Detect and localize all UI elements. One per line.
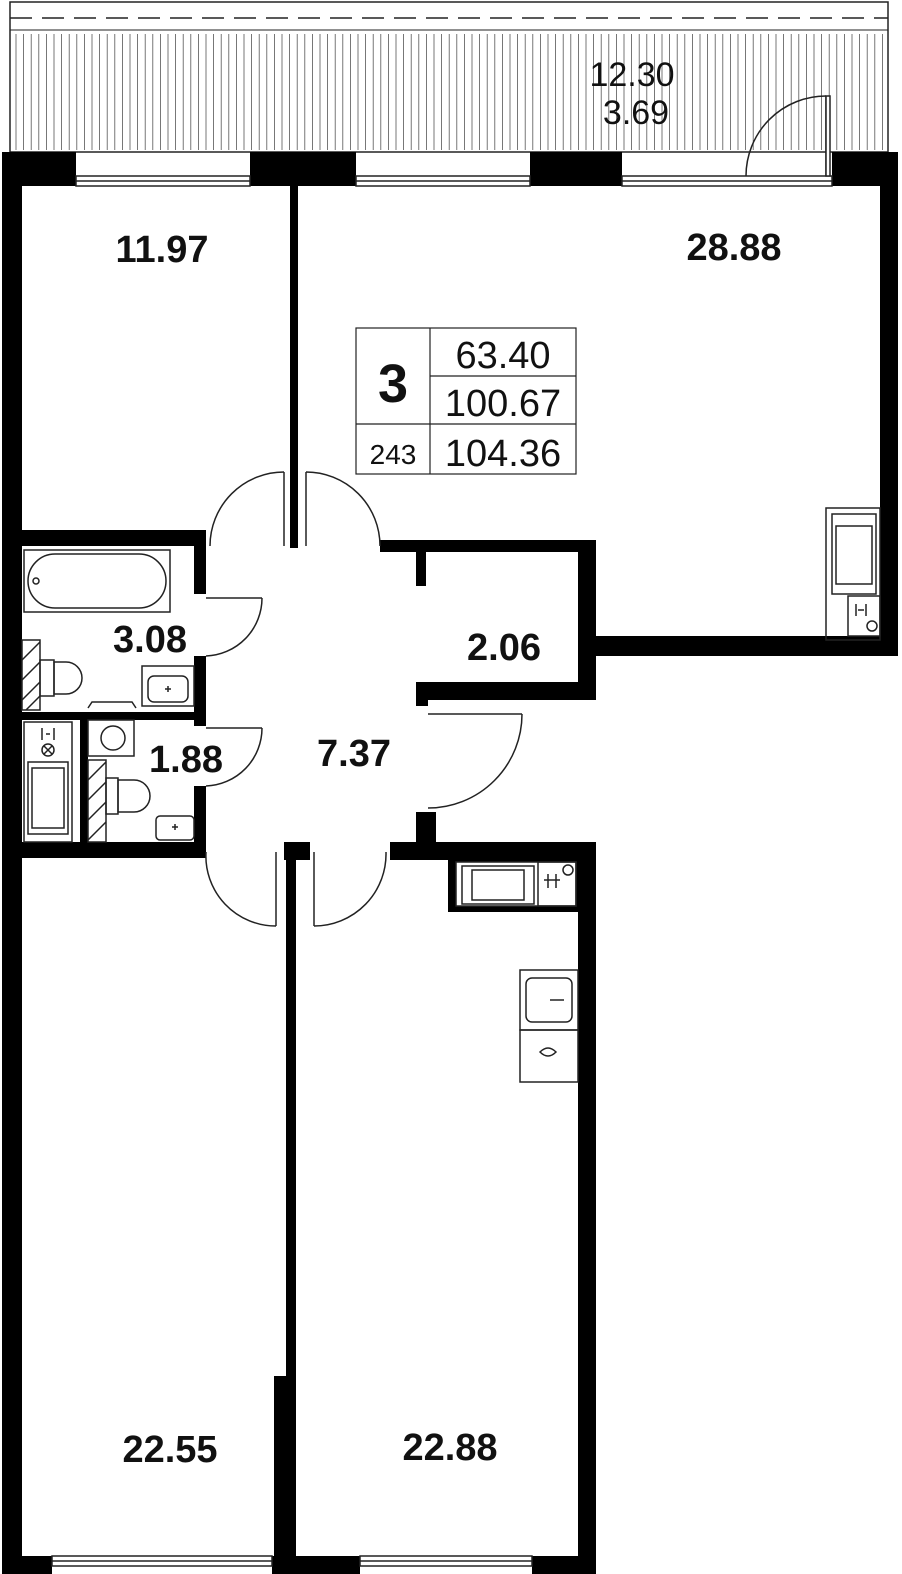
toilet-icon — [39, 659, 83, 697]
stove-icon — [847, 595, 881, 637]
room-area-bathroom: 3.08 — [113, 619, 187, 661]
total-area: 100.67 — [445, 383, 561, 425]
walls — [2, 152, 898, 1574]
room-count: 3 — [378, 354, 408, 414]
balcony-railing-hatch — [15, 34, 883, 150]
apartment-number: 243 — [370, 439, 417, 470]
door-swing-icon — [745, 95, 831, 177]
doors — [205, 95, 831, 927]
window-icon — [621, 175, 833, 187]
door-swing-icon — [205, 597, 263, 657]
room-area-kitchen-room: 22.88 — [402, 1427, 497, 1469]
room-area-toilet: 1.88 — [149, 739, 223, 781]
sink-icon — [519, 969, 579, 1031]
summary-table: 3 63.40 100.67 243 104.36 — [355, 327, 577, 475]
windows — [51, 175, 833, 1567]
room-area-bedroom-bottom-left: 22.55 — [122, 1429, 217, 1471]
sink-icon — [141, 665, 195, 707]
room-labels: 12.30 3.69 11.97 28.88 3.08 2.06 1.88 7.… — [113, 56, 782, 1471]
shaft-hatch — [21, 639, 41, 711]
washer-icon — [23, 721, 73, 843]
door-swing-icon — [427, 713, 523, 809]
balcony-area-total: 12.30 — [589, 56, 674, 94]
dishwasher-icon — [519, 1029, 579, 1083]
total-area-with-balcony: 104.36 — [445, 433, 561, 475]
oven-icon — [461, 865, 535, 905]
window-icon — [75, 175, 251, 187]
living-area: 63.40 — [455, 335, 550, 377]
balcony-area-reduced: 3.69 — [603, 94, 669, 132]
toilet-icon — [105, 777, 151, 815]
room-area-hallway: 7.37 — [317, 733, 391, 775]
balcony — [9, 1, 889, 153]
fixtures — [21, 507, 881, 1083]
fridge-icon — [825, 507, 881, 641]
door-swing-icon — [209, 471, 285, 547]
window-icon — [355, 175, 531, 187]
door-swing-icon — [205, 727, 263, 787]
window-icon — [51, 1555, 273, 1567]
door-swing-icon — [305, 471, 381, 547]
window-icon — [359, 1555, 533, 1567]
washbasin-icon — [87, 719, 135, 757]
door-swing-icon — [205, 851, 277, 927]
room-area-living-room: 28.88 — [686, 227, 781, 269]
shaft-hatch — [87, 759, 107, 843]
room-area-bedroom-top-left: 11.97 — [116, 229, 209, 271]
room-area-storage: 2.06 — [467, 627, 541, 669]
stove-icon — [537, 861, 577, 907]
door-swing-icon — [313, 851, 387, 927]
sink-icon — [155, 815, 195, 841]
bathtub-icon — [23, 549, 171, 613]
